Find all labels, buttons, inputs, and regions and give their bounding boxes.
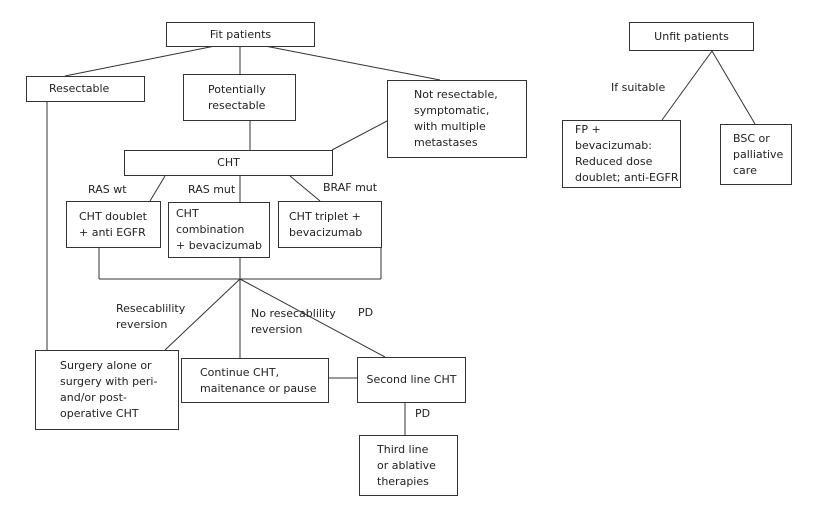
cht-combination-box: CHT combination + bevacizumab [168,202,270,258]
third-line-box: Third line or ablative therapies [359,435,458,496]
connector-to-surgery [164,278,241,351]
if-suitable-label: If suitable [611,81,666,94]
potentially-resectable-box: Potentially resectable [183,74,296,121]
connector-fit-to-not-resectable [264,45,441,81]
cht-box: CHT [124,150,333,176]
pd-label-second: PD [415,407,431,420]
fit-patients-box: Fit patients [166,22,315,47]
connector-fit-to-resectable [64,45,216,77]
fp-bevacizumab-box: FP + bevacizumab: Reduced dose doublet; … [562,120,681,188]
connector-not-resectable-to-cht [331,120,388,151]
second-line-cht-box: Second line CHT [357,357,466,403]
braf-mut-label: BRAF mut [323,181,378,194]
cht-triplet-box: CHT triplet + bevacizumab [278,201,382,248]
connector-unfit-to-bsc [711,50,756,125]
ras-mut-label: RAS mut [188,183,236,196]
bsc-palliative-box: BSC or palliative care [720,124,792,185]
cht-doublet-box: CHT doublet + anti EGFR [66,201,161,248]
surgery-box: Surgery alone or surgery with peri- and/… [35,350,179,430]
connector-to-second-line [239,278,386,358]
connector-unfit-to-fp [661,50,713,121]
unfit-patients-box: Unfit patients [629,22,754,51]
resectability-reversion-label: Resecablility reversion [116,302,186,331]
no-resectability-reversion-label: No resecablility reversion [251,307,336,336]
connector-cht-to-doublet [149,175,166,202]
pd-label-first: PD [358,306,374,319]
continue-cht-box: Continue CHT, maitenance or pause [181,358,329,403]
resectable-box: Resectable [26,76,145,102]
ras-wt-label: RAS wt [88,183,127,196]
connector-cht-to-triplet [289,175,321,202]
not-resectable-box: Not resectable, symptomatic, with multip… [387,80,527,158]
